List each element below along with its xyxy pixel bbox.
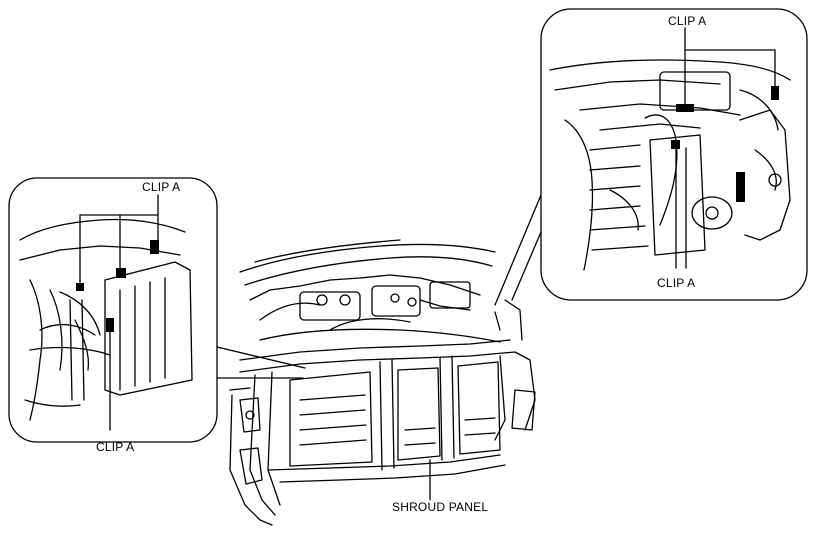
- left-clip-top-right: [150, 240, 159, 254]
- clip-a-label-left-bottom: CLIP A: [96, 440, 135, 454]
- left-inset: [8, 177, 306, 443]
- right-inset: [494, 8, 808, 306]
- right-top-leader-bar: [684, 49, 776, 89]
- right-clip-top: [676, 104, 694, 112]
- main-engine-illustration: [229, 239, 536, 526]
- right-clip-mid: [671, 140, 680, 149]
- right-inset-frame: [540, 8, 808, 301]
- right-clip-side: [736, 172, 745, 202]
- left-inset-frame: [8, 177, 218, 443]
- shroud-panel-label: SHROUD PANEL: [392, 500, 489, 514]
- left-clip-bottom: [106, 318, 114, 332]
- clip-a-label-right-top: CLIP A: [668, 14, 707, 28]
- left-inset-connector-top: [216, 346, 306, 369]
- right-inset-connector-top: [494, 194, 542, 306]
- clip-a-label-right-bottom: CLIP A: [657, 276, 696, 290]
- right-clip-upper-right: [771, 86, 779, 100]
- left-clip-top-mid: [116, 268, 126, 278]
- clip-a-label-left-top: CLIP A: [142, 180, 181, 194]
- left-clip-top-left: [76, 283, 84, 291]
- right-inset-connector-bottom: [511, 231, 542, 301]
